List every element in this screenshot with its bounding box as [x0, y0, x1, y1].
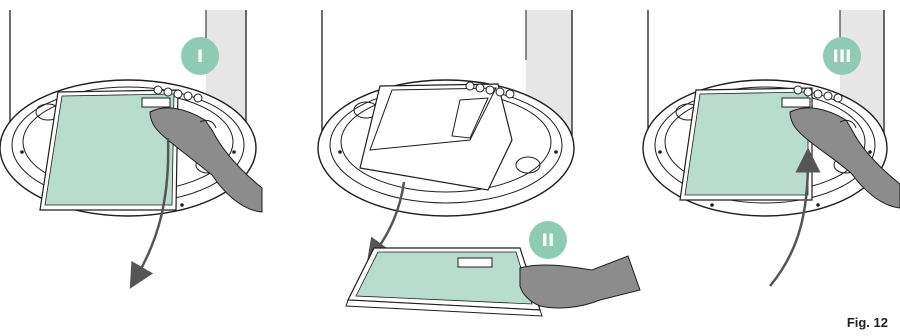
step-badge-label: II [542, 231, 555, 251]
step-badge-label: I [197, 47, 203, 67]
filter-handle [458, 258, 492, 267]
hand [520, 256, 640, 308]
step-badge-label: III [833, 47, 852, 67]
panel-step-3: III [643, 10, 900, 286]
filter-handle [782, 98, 810, 107]
panel-step-1: I [0, 10, 262, 278]
figure-caption: Fig. 12 [847, 315, 888, 330]
panel-step-2: II [318, 10, 640, 316]
filter-handle [142, 98, 170, 107]
